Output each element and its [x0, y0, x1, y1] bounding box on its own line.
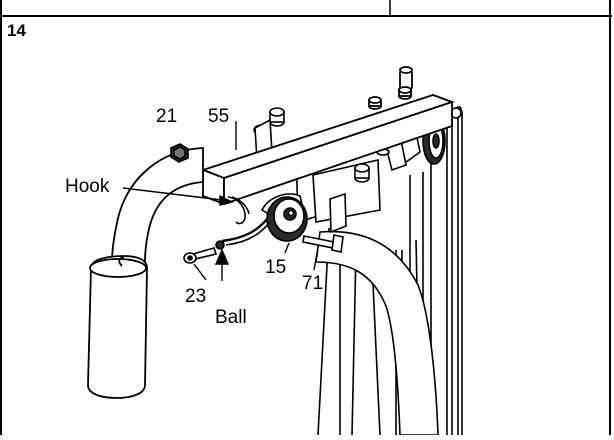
bolt-71	[302, 234, 344, 253]
callout-23: 23	[185, 286, 206, 307]
step-number: 14	[7, 21, 26, 40]
callout-55: 55	[208, 106, 229, 127]
right-curved-arm	[315, 230, 439, 436]
callout-ball: Ball	[215, 307, 247, 328]
nut-21	[170, 143, 189, 163]
hook-part	[227, 196, 250, 225]
pulley-15	[260, 193, 308, 242]
cable-assembly	[183, 217, 271, 264]
callout-hook: Hook	[65, 176, 110, 197]
crossbar-55	[200, 66, 455, 206]
callout-15: 15	[265, 257, 286, 278]
callout-71: 71	[302, 273, 323, 294]
left-arm-with-grip	[87, 147, 204, 399]
callout-leaders	[122, 121, 319, 281]
callout-21: 21	[156, 106, 177, 127]
